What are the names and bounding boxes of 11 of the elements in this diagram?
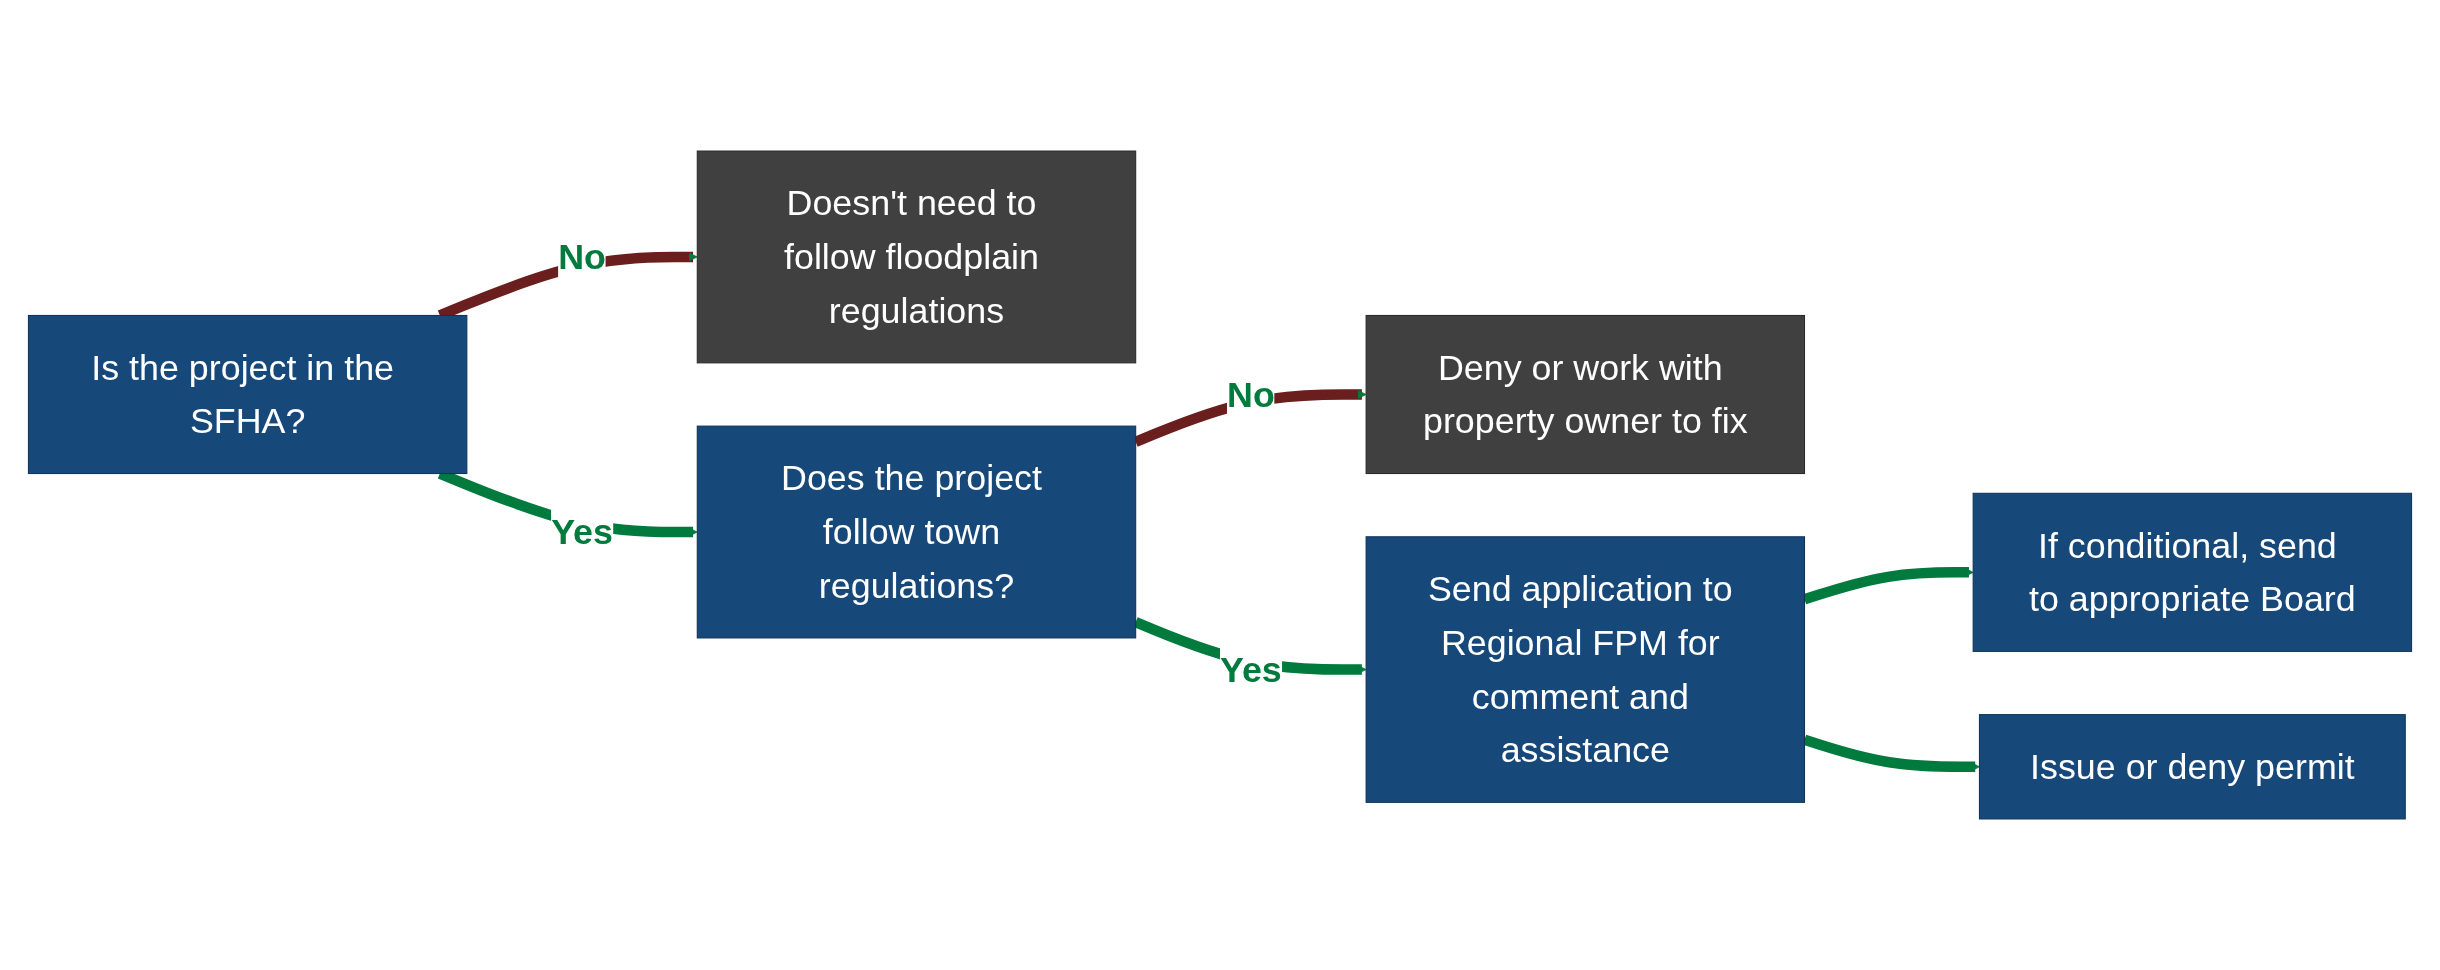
edge-label: Yes bbox=[1220, 649, 1282, 690]
edge-label: Yes bbox=[551, 511, 613, 552]
node-box: Deny or work with property owner to fix bbox=[1365, 314, 1806, 475]
node-box: Issue or deny permit bbox=[1978, 714, 2406, 820]
node-box: If conditional, send to appropriate Board bbox=[1972, 492, 2413, 652]
node-box: Does the project follow town regulations? bbox=[696, 425, 1137, 639]
edge-label: No bbox=[1227, 373, 1275, 414]
edge-label: No bbox=[558, 236, 606, 277]
node-box: Doesn't need to follow floodplain regulations bbox=[696, 150, 1137, 364]
node-box: Send application to Regional FPM for comment and assistance bbox=[1365, 536, 1806, 803]
node-box: Is the project in the SFHA? bbox=[27, 314, 468, 475]
